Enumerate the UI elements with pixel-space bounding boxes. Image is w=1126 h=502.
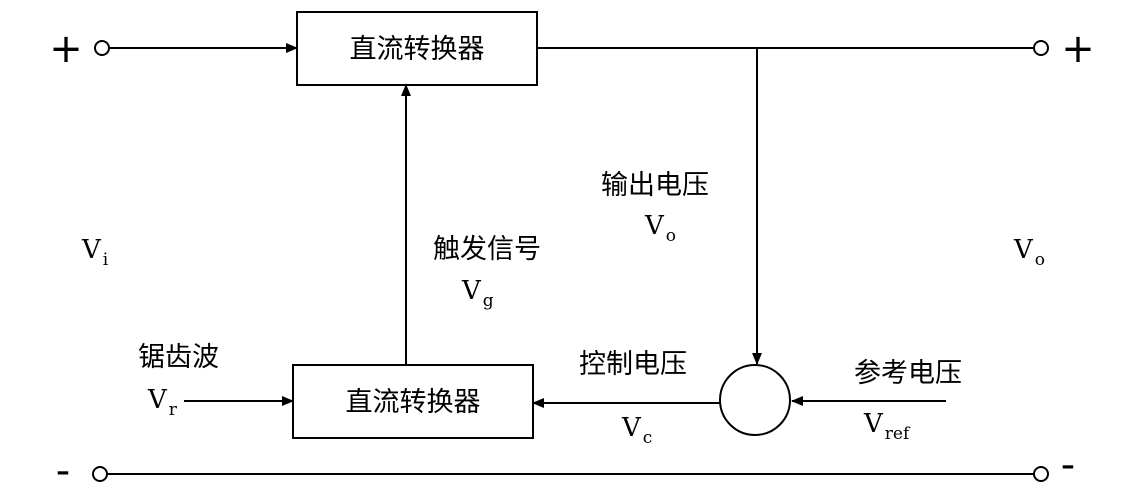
output-negative-terminal [1033, 466, 1049, 482]
top-dc-converter-block [296, 11, 538, 86]
output-negative-sign: - [1061, 442, 1075, 488]
input-positive-terminal [94, 40, 110, 56]
input-negative-sign: - [56, 448, 70, 494]
control-voltage-caption: 控制电压 [579, 349, 687, 380]
bottom-dc-converter-label: 直流转换器 [346, 387, 481, 418]
output-voltage-caption: 输出电压 [601, 170, 709, 201]
summing-junction [719, 364, 791, 436]
sawtooth-caption: 锯齿波 [138, 342, 219, 373]
input-negative-terminal [92, 466, 108, 482]
top-dc-converter-label: 直流转换器 [350, 34, 485, 65]
reference-voltage-caption: 参考电压 [854, 358, 962, 389]
output-positive-sign: + [1061, 26, 1095, 72]
input-positive-sign: + [49, 26, 83, 72]
trigger-signal-caption: 触发信号 [433, 234, 541, 265]
output-positive-terminal [1033, 40, 1049, 56]
